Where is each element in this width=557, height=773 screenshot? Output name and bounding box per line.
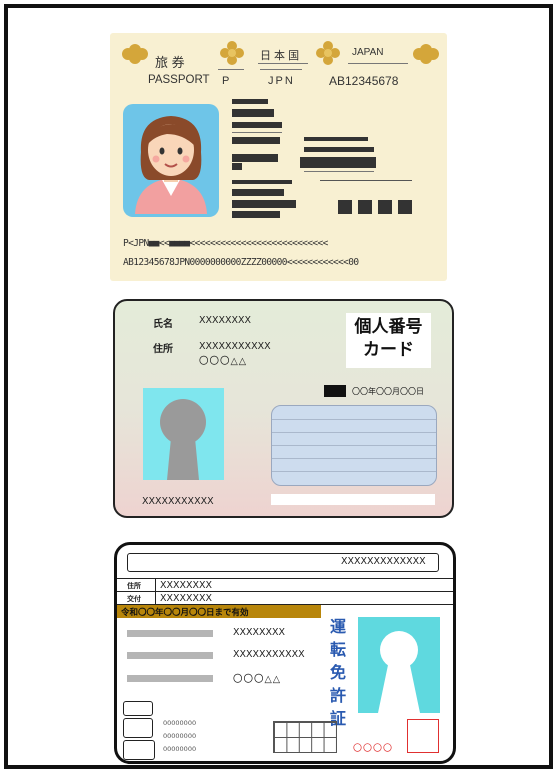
validity-text: 令和〇〇年〇〇月〇〇日まで有効 xyxy=(121,608,249,618)
redacted-field xyxy=(304,137,368,141)
license-title-char-1: 運 xyxy=(330,617,347,636)
redacted-field xyxy=(232,154,278,162)
drivers-license-card: XXXXXXXXXXXXX 住所 XXXXXXXX 交付 XXXXXXXX 令和… xyxy=(114,542,456,764)
license-number-box xyxy=(127,553,439,572)
divider xyxy=(155,578,156,604)
card-title: 個人番号 カード xyxy=(346,313,431,368)
redacted-block xyxy=(358,200,372,214)
redacted-field xyxy=(232,189,284,196)
number-field-box xyxy=(271,405,437,486)
name-label: 氏名 xyxy=(153,319,173,330)
field-row xyxy=(272,432,436,433)
card-date: 〇〇年〇〇月〇〇日 xyxy=(352,387,424,396)
seal-box xyxy=(407,719,439,753)
license-value-1: XXXXXXXX xyxy=(233,627,286,638)
passport-number: AB12345678 xyxy=(329,74,399,88)
license-title-char-2: 転 xyxy=(330,640,347,659)
small-row-3: 00000000 xyxy=(163,745,197,753)
small-box xyxy=(123,718,153,738)
passport-card: 旅 券 日 本 国 JAPAN PASSPORT P JPN AB1234567… xyxy=(110,33,447,281)
gray-bar xyxy=(127,675,213,682)
license-issued-value: XXXXXXXX xyxy=(160,593,213,604)
redacted-block xyxy=(378,200,392,214)
issuing-code: JPN xyxy=(268,75,295,87)
card-photo xyxy=(143,388,224,480)
redacted-field xyxy=(232,180,292,184)
redacted-field xyxy=(232,99,268,104)
redacted-field xyxy=(232,109,274,117)
divider xyxy=(218,69,244,70)
small-box xyxy=(123,701,153,716)
license-issued-label: 交付 xyxy=(127,595,141,603)
silhouette-icon xyxy=(378,631,420,713)
redacted-field xyxy=(232,211,280,218)
divider xyxy=(258,63,308,64)
signature-strip xyxy=(271,494,435,505)
divider xyxy=(117,578,453,579)
mrz-line-1: P<JPN■■<<■■■■<<<<<<<<<<<<<<<<<<<<<<<<<<< xyxy=(123,238,328,249)
passport-label-jp: 旅 券 xyxy=(155,55,185,70)
card-bottom-number: XXXXXXXXXXX xyxy=(142,496,214,507)
silhouette-icon xyxy=(160,399,206,480)
validity-band xyxy=(117,605,321,618)
mrz-line-2: AB12345678JPN0000000000ZZZZ00000<<<<<<<<… xyxy=(123,257,359,268)
divider xyxy=(117,591,453,592)
address-value: XXXXXXXXXXX xyxy=(199,341,271,352)
redacted-field xyxy=(300,157,376,168)
small-box xyxy=(123,740,155,760)
license-photo xyxy=(358,617,440,713)
license-title-char-4: 許 xyxy=(330,686,347,705)
license-address-label: 住所 xyxy=(127,582,141,590)
chrysanthemum-emblem-icon xyxy=(122,44,148,64)
redacted-block xyxy=(324,385,346,397)
license-value-2: XXXXXXXXXXX xyxy=(233,649,305,660)
country-en: JAPAN xyxy=(352,47,384,58)
divider xyxy=(320,180,412,181)
gray-bar xyxy=(127,652,213,659)
small-row-1: 00000000 xyxy=(163,719,197,727)
redacted-field xyxy=(232,137,280,144)
redacted-field xyxy=(232,163,242,170)
gray-bar xyxy=(127,630,213,637)
mynumber-card: 氏名 XXXXXXXX 住所 XXXXXXXXXXX 〇〇〇△△ 個人番号 カー… xyxy=(113,299,454,518)
redacted-block xyxy=(398,200,412,214)
redacted-field xyxy=(232,200,296,208)
redacted-field xyxy=(304,147,374,152)
country-jp: 日 本 国 xyxy=(260,50,300,62)
category-grid xyxy=(273,721,337,753)
divider xyxy=(348,63,408,64)
divider xyxy=(260,69,302,70)
card-title-line-1: 個人番号 xyxy=(354,317,423,337)
redacted-field xyxy=(232,122,282,128)
woman-portrait-icon xyxy=(135,116,207,214)
passport-type: P xyxy=(222,75,230,87)
license-value-3: 〇〇〇△△ xyxy=(233,674,282,685)
field-row xyxy=(272,445,436,446)
license-top-number: XXXXXXXXXXXXX xyxy=(341,556,426,567)
document-frame: 旅 券 日 本 国 JAPAN PASSPORT P JPN AB1234567… xyxy=(4,4,553,769)
field-row xyxy=(272,419,436,420)
divider xyxy=(117,604,453,605)
name-value: XXXXXXXX xyxy=(199,315,252,326)
field-row xyxy=(272,471,436,472)
license-address-value: XXXXXXXX xyxy=(160,580,213,591)
divider xyxy=(304,171,374,172)
chrysanthemum-emblem-icon xyxy=(413,44,439,64)
redacted-block xyxy=(338,200,352,214)
address-value-2: 〇〇〇△△ xyxy=(199,356,248,367)
chrysanthemum-emblem-icon xyxy=(220,41,244,65)
address-label: 住所 xyxy=(153,344,173,355)
small-row-2: 00000000 xyxy=(163,732,197,740)
field-row xyxy=(272,458,436,459)
card-title-line-2: カード xyxy=(363,340,414,360)
license-title-char-3: 免 xyxy=(330,663,347,682)
passport-label-en: PASSPORT xyxy=(148,74,210,86)
passport-photo xyxy=(123,104,219,217)
divider xyxy=(232,132,282,133)
seal-text: 〇〇〇〇 xyxy=(353,744,394,754)
chrysanthemum-emblem-icon xyxy=(316,41,340,65)
